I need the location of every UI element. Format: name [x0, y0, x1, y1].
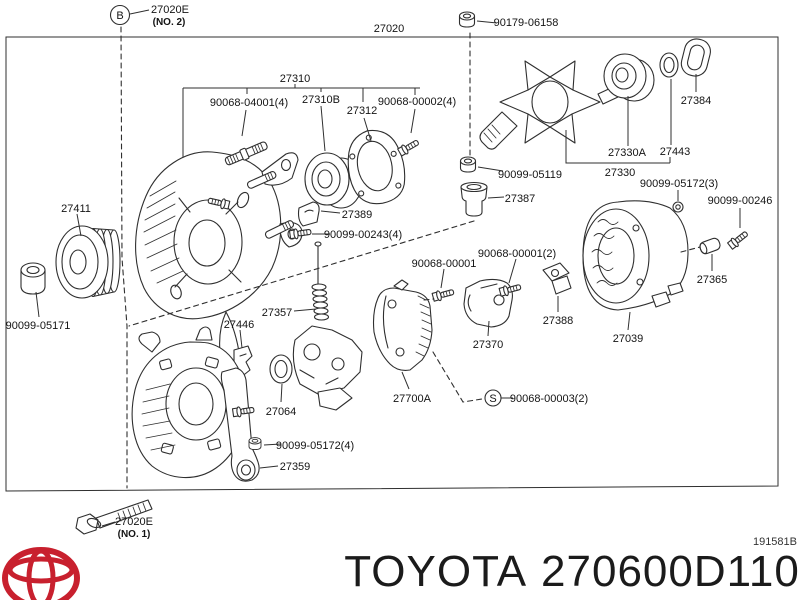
screw-90068-00001-drawing	[431, 286, 456, 303]
part-label-90099-05172-3: 90099-05172(3)	[640, 178, 718, 190]
part-label-27330: 27330	[605, 167, 636, 179]
pivot-bolt-drawing	[75, 499, 153, 535]
callout-s: S	[484, 389, 502, 407]
part-label-90099-00246: 90099-00246	[708, 195, 773, 207]
part-label-27357: 27357	[262, 307, 293, 319]
leader-lines	[35, 9, 741, 527]
part-label-90068-04001: 90068-04001(4)	[210, 97, 288, 109]
pulley-nut-drawing	[20, 262, 46, 295]
screw-90068-00002-drawing	[396, 137, 421, 158]
footer-title: TOYOTA 270600D110	[344, 547, 800, 596]
callout-b-letter: B	[116, 10, 123, 22]
diagram-border	[5, 36, 779, 492]
rear-bracket-drawing	[131, 326, 247, 479]
part-label-27020: 27020	[374, 23, 405, 35]
assembly-dashed-lines	[120, 26, 701, 489]
stay-27359-drawing	[220, 367, 260, 482]
nut-90099-05119-drawing	[459, 156, 477, 173]
part-label-27020e-no2: 27020E	[151, 4, 189, 16]
part-label-90068-00002: 90068-00002(4)	[378, 96, 456, 108]
nut-90179-drawing	[458, 11, 476, 28]
part-label-27387: 27387	[505, 193, 536, 205]
insulator-27387-drawing	[460, 181, 488, 217]
part-label-27020e-no1-note: (NO. 1)	[118, 529, 151, 540]
cap-27365-drawing	[699, 237, 721, 255]
rotor-drawing	[479, 60, 619, 150]
part-label-90099-05119: 90099-05119	[498, 169, 562, 181]
part-label-27370: 27370	[473, 339, 504, 351]
part-label-27365: 27365	[697, 274, 728, 286]
part-label-90179-06158: 90179-06158	[494, 17, 559, 29]
part-label-27700a: 27700A	[393, 393, 432, 405]
brush-holder-27357-drawing	[292, 241, 363, 411]
footer: 191581B TOYOTA 270600D110	[2, 536, 800, 600]
screw-90099-00246-drawing	[726, 228, 751, 251]
rear-cover-drawing	[582, 200, 689, 311]
catalog-part-number: 270600D110	[541, 547, 800, 596]
toyota-logo-vertical-ellipse	[26, 548, 56, 600]
part-label-27039: 27039	[613, 333, 644, 345]
part-label-90099-05171: 90099-05171	[6, 320, 71, 332]
callout-s-letter: S	[489, 393, 496, 405]
pulley-drawing	[55, 225, 121, 299]
part-label-27310: 27310	[280, 73, 311, 85]
part-label-27446: 27446	[224, 319, 255, 331]
terminal-27388-drawing	[542, 262, 572, 295]
ring-27443-drawing	[659, 52, 679, 78]
part-label-27064: 27064	[266, 406, 297, 418]
callout-b-circle	[109, 4, 131, 26]
part-label-90068-00001-2: 90068-00001(2)	[478, 248, 556, 260]
part-label-27330a: 27330A	[608, 147, 647, 159]
part-label-27384: 27384	[681, 95, 712, 107]
toyota-logo	[2, 547, 80, 600]
grommet-90099-05172-3-drawing	[672, 201, 684, 213]
part-labels: 27020E (NO. 2) 27020 90179-06158 27310 9…	[6, 4, 773, 540]
callout-s-circle	[484, 389, 502, 407]
part-label-27312: 27312	[347, 105, 378, 117]
part-label-27020e-no2-note: (NO. 2)	[153, 17, 186, 28]
part-label-27388: 27388	[543, 315, 574, 327]
nut-90099-05172-4-drawing	[248, 437, 262, 451]
callout-b: B	[109, 4, 131, 26]
part-label-27389: 27389	[342, 209, 373, 221]
brand-text: TOYOTA	[344, 547, 527, 596]
part-label-27411: 27411	[61, 203, 91, 215]
part-label-27443: 27443	[660, 146, 691, 158]
cover-27389-drawing	[297, 201, 320, 227]
bearing-27330a-drawing	[603, 53, 655, 102]
part-label-27310b: 27310B	[302, 94, 340, 106]
collar-27384-drawing	[680, 38, 711, 77]
part-label-90099-00243: 90099-00243(4)	[324, 229, 402, 241]
part-label-27359: 27359	[280, 461, 311, 473]
ring-27064-drawing	[269, 354, 293, 384]
figure-ref-code: 191581B	[753, 536, 797, 548]
part-label-90068-00003: 90068-00003(2)	[510, 393, 588, 405]
part-label-27020e-no1: 27020E	[115, 516, 153, 528]
part-label-90099-05172-4: 90099-05172(4)	[276, 440, 354, 452]
part-label-90068-00001: 90068-00001	[412, 258, 477, 270]
rectifier-27700a-drawing	[372, 279, 433, 371]
toyota-logo-horizontal-ellipse	[7, 556, 75, 584]
